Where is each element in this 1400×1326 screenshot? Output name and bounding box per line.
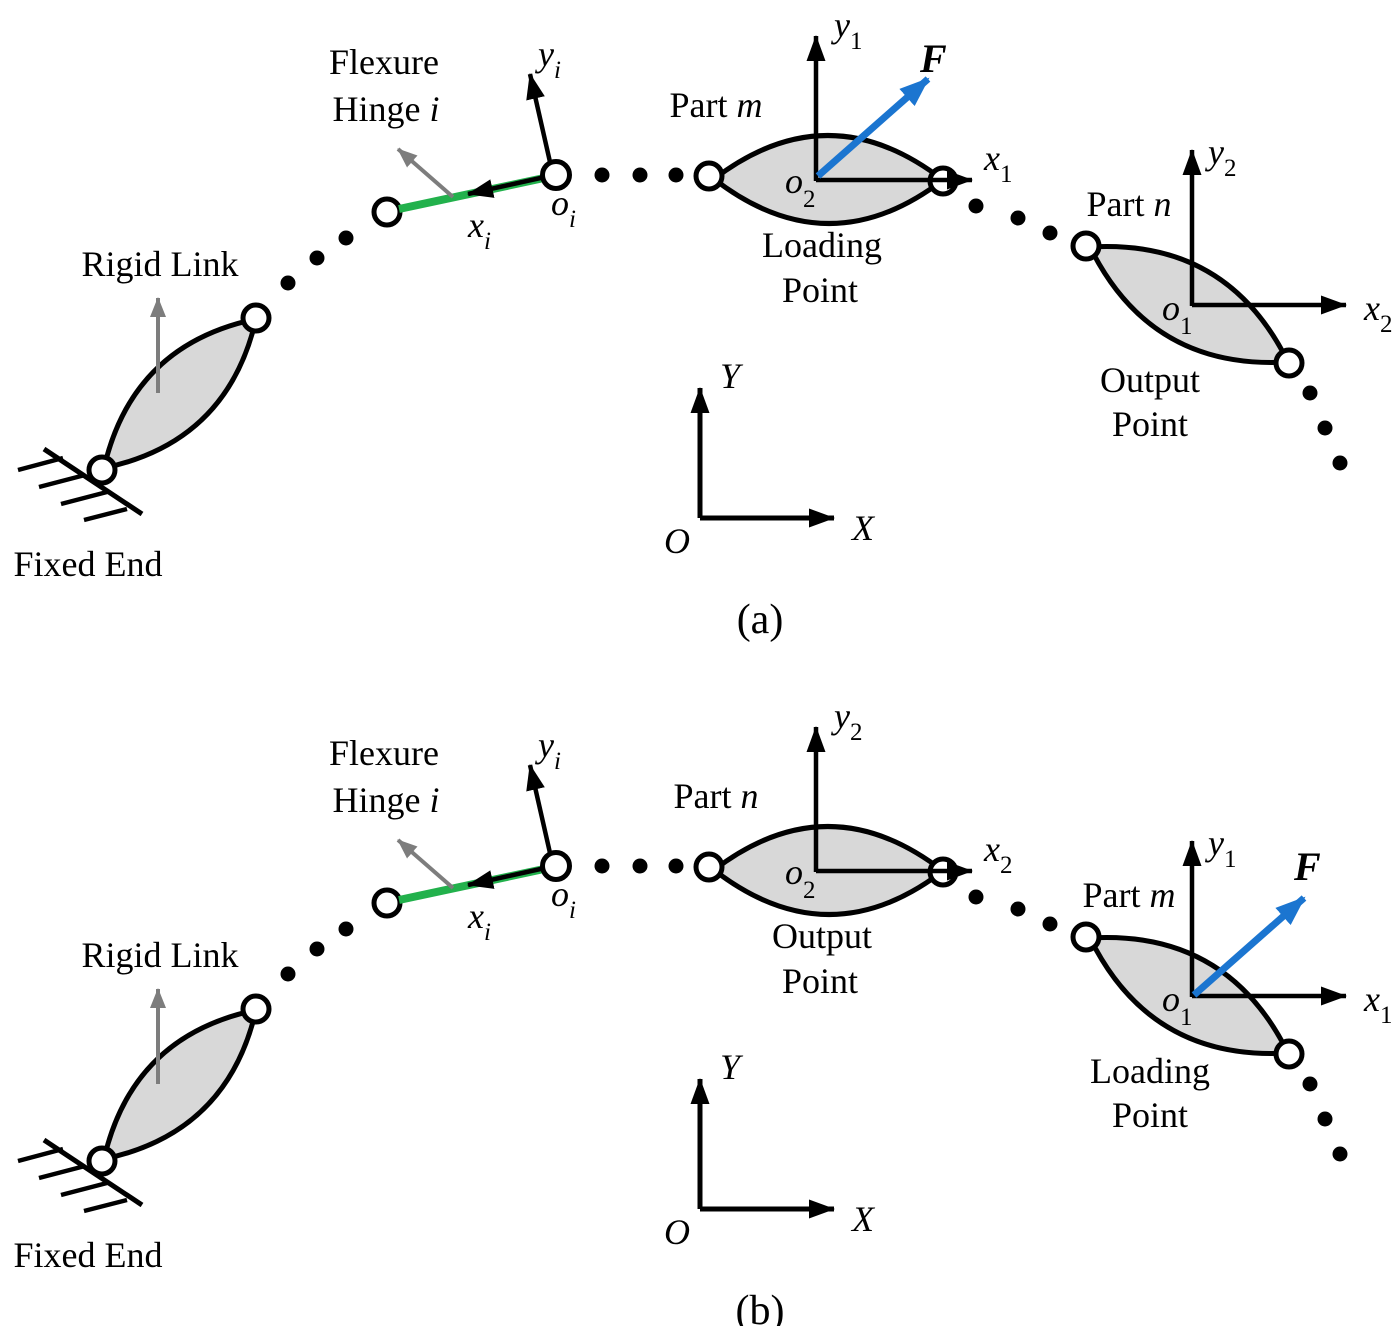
rigid-link-label: Rigid Link bbox=[81, 244, 238, 284]
right-part-role-line1: Output bbox=[1100, 360, 1200, 400]
global-y-label: Y bbox=[720, 356, 744, 396]
panel-b-caption: (b) bbox=[736, 1288, 785, 1326]
panel-a: Flexure Hinge i Rigid Link Fixed End yi … bbox=[14, 5, 1393, 643]
frame-i-x-label: xi bbox=[467, 205, 491, 255]
frame-right-x-label: x2 bbox=[1363, 288, 1392, 338]
right-part-role-line2: Point bbox=[1112, 404, 1188, 444]
global-x-label: X bbox=[850, 508, 876, 548]
frame-i-x-label: xi bbox=[467, 896, 491, 946]
frame-mid-y-label: y1 bbox=[831, 5, 862, 55]
mid-part-name: Part n bbox=[674, 776, 759, 816]
right-part-role-line1: Loading bbox=[1090, 1051, 1210, 1091]
mid-part-role-line2: Point bbox=[782, 270, 858, 310]
frame-right-origin-label: o1 bbox=[1162, 288, 1193, 340]
panel-b: Flexure Hinge i Rigid Link Fixed End yi … bbox=[14, 696, 1393, 1326]
right-part-name: Part m bbox=[1083, 875, 1176, 915]
rigid-link-label: Rigid Link bbox=[81, 935, 238, 975]
fixed-end-label: Fixed End bbox=[14, 1235, 163, 1275]
mid-part-role-line1: Loading bbox=[762, 225, 882, 265]
frame-i-origin-label: oi bbox=[551, 183, 576, 233]
global-origin-label: O bbox=[664, 521, 690, 561]
force-label: F bbox=[1293, 844, 1321, 889]
mid-part-role-line2: Point bbox=[782, 961, 858, 1001]
fixed-end-label: Fixed End bbox=[14, 544, 163, 584]
force-arrow bbox=[1191, 895, 1307, 998]
global-x-label: X bbox=[850, 1199, 876, 1239]
frame-right-y-label: y2 bbox=[1205, 132, 1236, 182]
right-part-name: Part n bbox=[1087, 184, 1172, 224]
frame-mid-x-label: x1 bbox=[983, 138, 1012, 188]
flexure-hinge-label-line1: Flexure bbox=[329, 733, 439, 773]
frame-right-x-label: x1 bbox=[1363, 979, 1392, 1029]
frame-right-y-label: y1 bbox=[1205, 823, 1236, 873]
global-y-label: Y bbox=[720, 1047, 744, 1087]
frame-right-origin-label: o1 bbox=[1162, 979, 1193, 1031]
frame-i-origin-label: oi bbox=[551, 874, 576, 924]
flexure-hinge-label-line2: Hinge i bbox=[333, 780, 440, 820]
frame-i-y-label: yi bbox=[535, 34, 561, 84]
panel-a-caption: (a) bbox=[737, 597, 784, 643]
force-label: F bbox=[919, 36, 947, 81]
frame-mid-origin-label: o2 bbox=[785, 852, 816, 904]
flexure-hinge-label-line2: Hinge i bbox=[333, 89, 440, 129]
right-part-role-line2: Point bbox=[1112, 1095, 1188, 1135]
frame-mid-y-label: y2 bbox=[831, 696, 862, 746]
mid-part-name: Part m bbox=[670, 85, 763, 125]
global-origin-label: O bbox=[664, 1212, 690, 1252]
frame-i-y-label: yi bbox=[535, 725, 561, 775]
frame-mid-x-label: x2 bbox=[983, 829, 1012, 879]
flexure-hinge-label-line1: Flexure bbox=[329, 42, 439, 82]
frame-mid-origin-label: o2 bbox=[785, 161, 816, 213]
mid-part-role-line1: Output bbox=[772, 916, 872, 956]
force-arrow bbox=[815, 76, 931, 179]
